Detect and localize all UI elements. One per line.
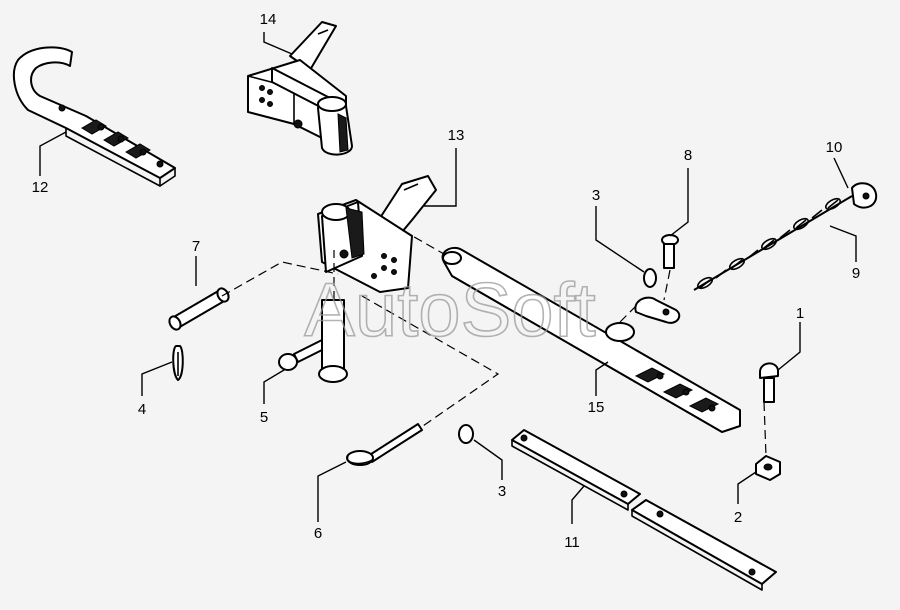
hook-bar-part-12 [12, 46, 176, 187]
callout-11: 11 [564, 534, 580, 551]
bracket-part-13 [317, 175, 437, 293]
callout-labels: 1 2 3 3 4 5 6 7 8 9 10 11 12 13 14 15 [32, 11, 861, 551]
assembly-lines [221, 229, 767, 457]
callout-12: 12 [32, 179, 49, 196]
callout-1: 1 [796, 305, 804, 322]
callout-14: 14 [260, 11, 277, 28]
cotter-pin-part-4 [172, 345, 184, 381]
callout-6: 6 [314, 525, 322, 542]
nut-part-2 [755, 455, 781, 481]
callout-10: 10 [826, 139, 843, 156]
ring-part-3-lower [458, 424, 474, 444]
callout-13: 13 [448, 127, 465, 144]
callout-2: 2 [734, 509, 742, 526]
callout-3-lower: 3 [498, 483, 506, 500]
ring-pin-part-6 [346, 423, 423, 466]
watermark: AutoSoft [304, 268, 596, 353]
bracket-part-14 [247, 21, 353, 156]
callout-8: 8 [684, 147, 692, 164]
callout-15: 15 [588, 399, 605, 416]
callout-5: 5 [260, 409, 268, 426]
leader-lines [39, 32, 857, 524]
callout-4: 4 [138, 401, 146, 418]
shackle-part-10 [851, 182, 878, 209]
flat-bars-part-11 [511, 429, 777, 591]
callout-3-upper: 3 [592, 187, 600, 204]
ring-part-3-upper [643, 268, 657, 288]
pin-part-7 [168, 287, 230, 331]
bolt-part-1 [759, 362, 779, 403]
callout-7: 7 [192, 238, 200, 255]
large-pin [318, 299, 348, 383]
drawbar-part-15 [441, 246, 741, 433]
callout-9: 9 [852, 265, 860, 282]
clevis-part [634, 296, 681, 324]
chain-part-9 [693, 195, 853, 291]
bolt-part-8 [661, 234, 679, 269]
